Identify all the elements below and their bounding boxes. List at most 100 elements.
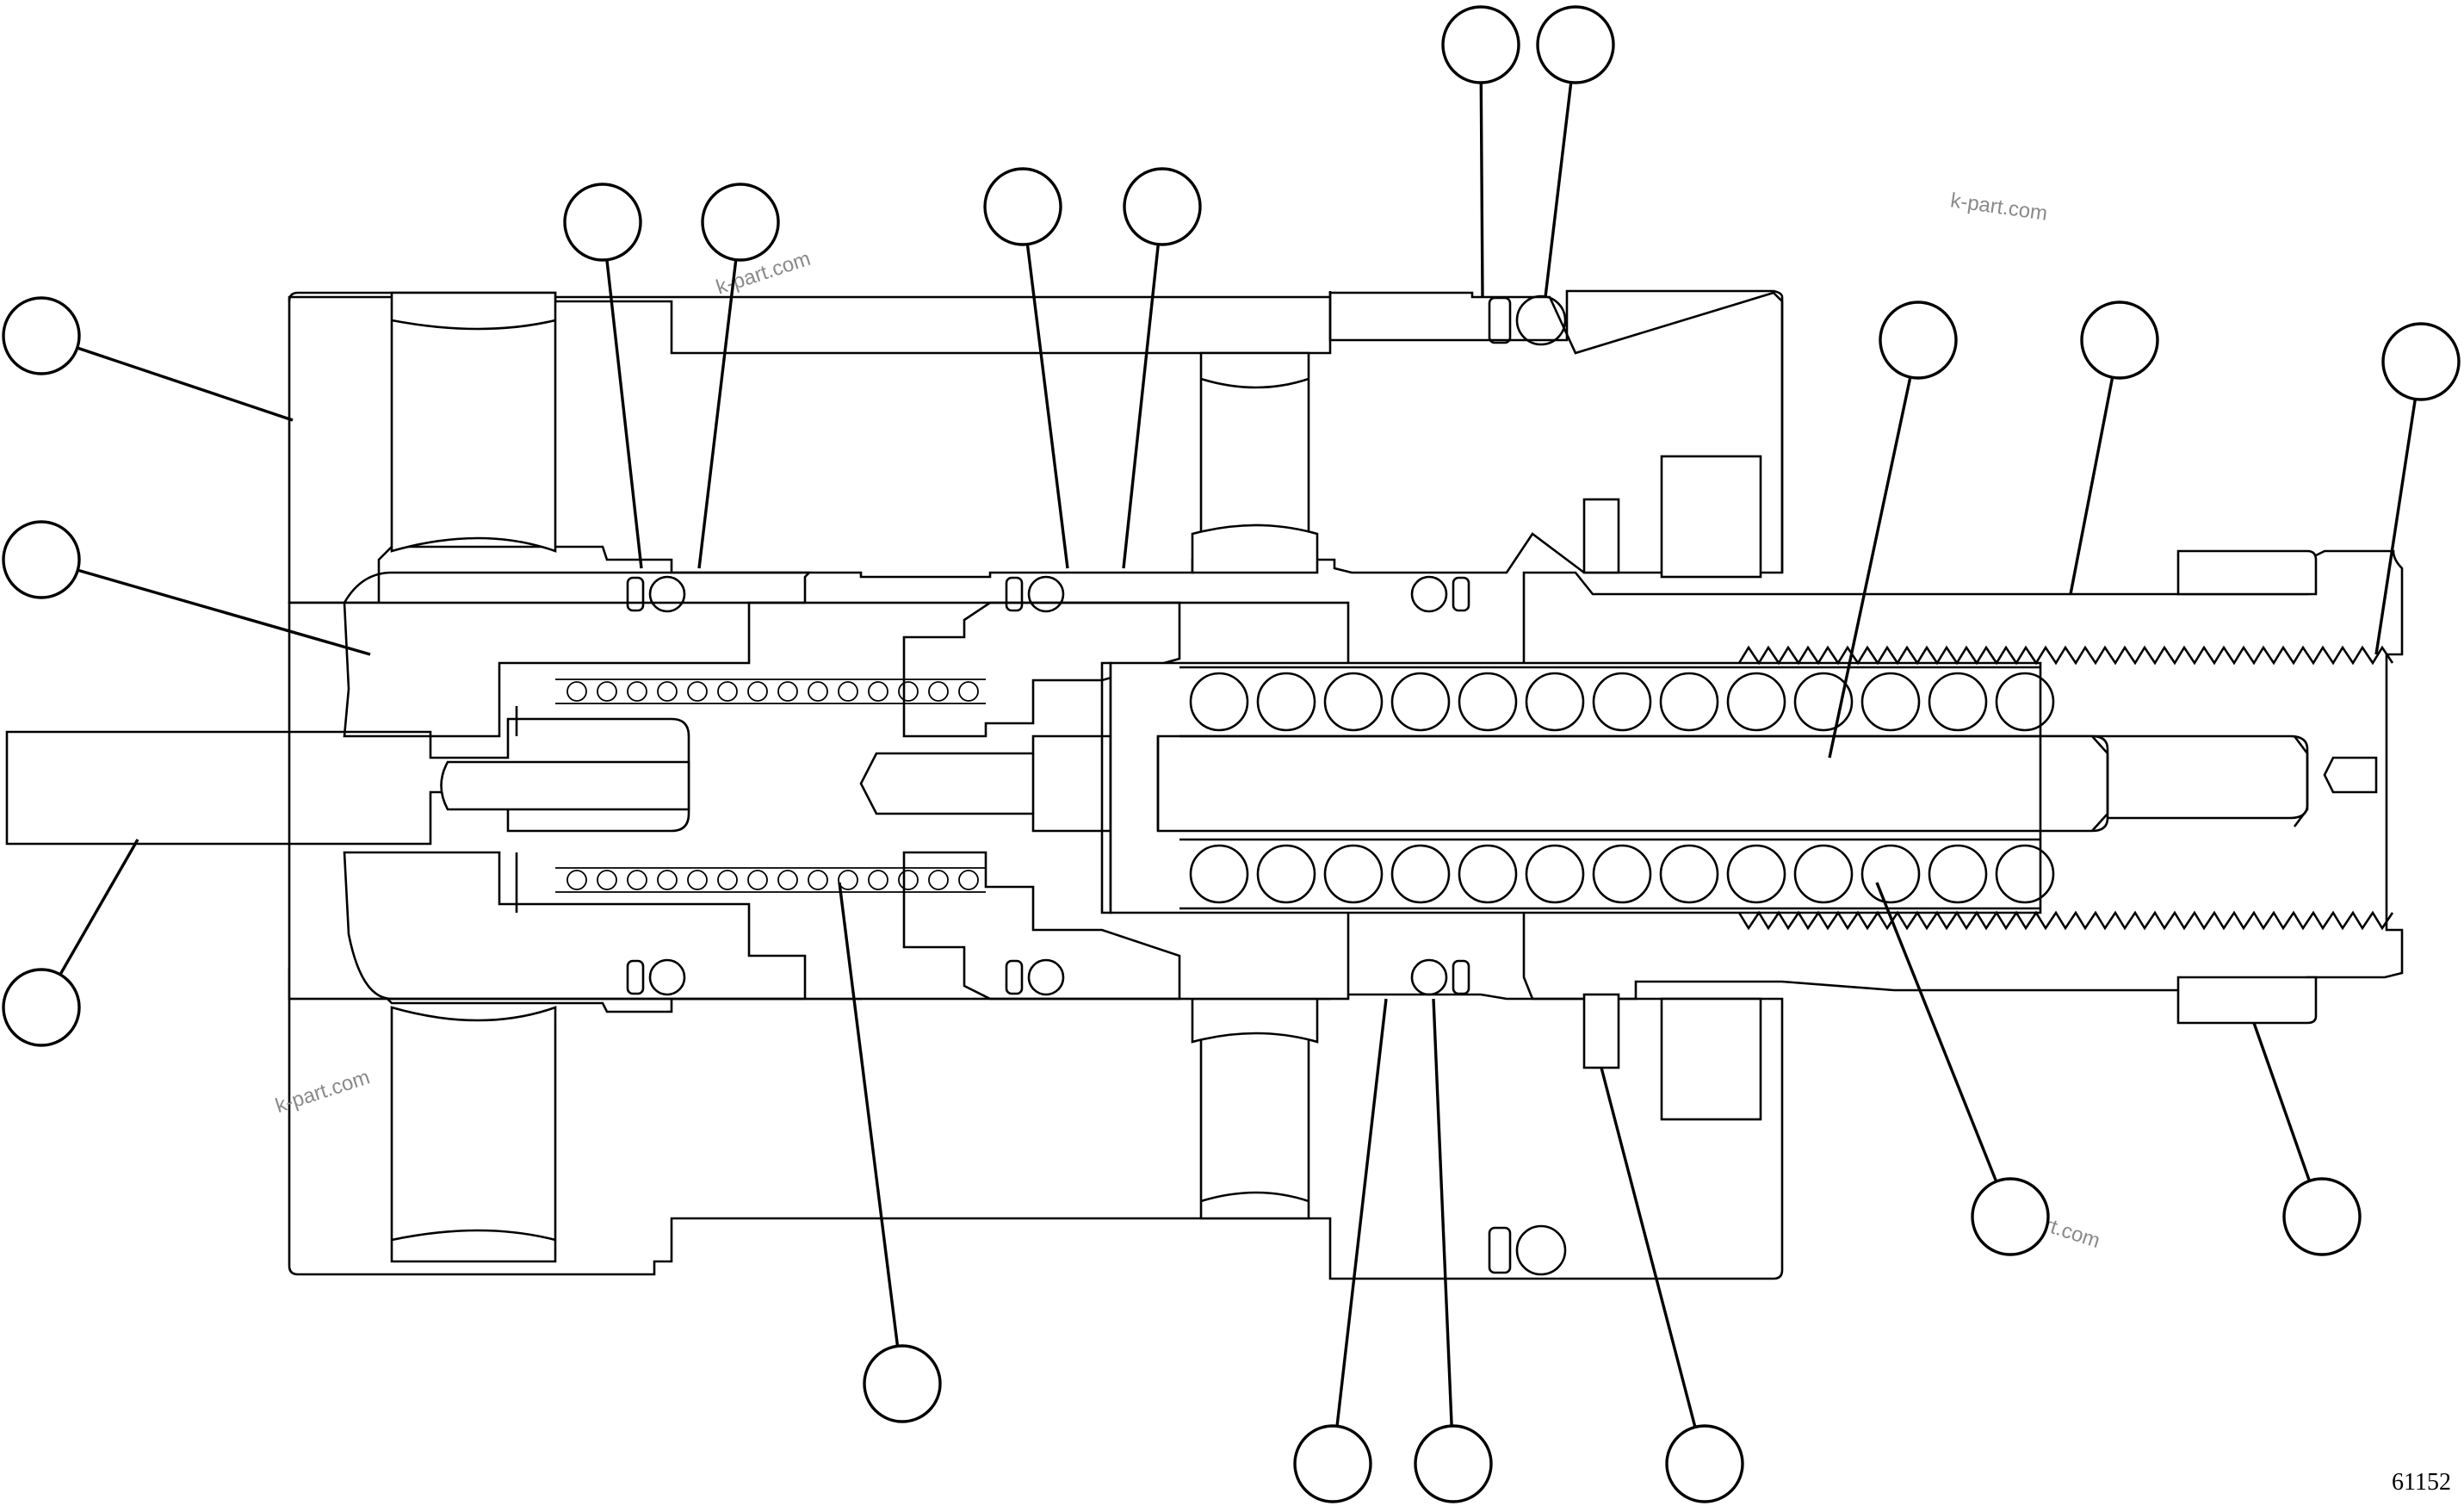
spring-coil [597,870,617,890]
spring-coil [566,681,587,702]
o-ring [648,575,686,613]
callout-balloon[interactable] [701,183,780,262]
leader-line [1122,206,1164,569]
leader-line [40,558,371,656]
spring-coil [1390,844,1451,904]
spring-coil [1458,672,1518,732]
callout-balloon[interactable] [983,167,1062,246]
callout-balloon[interactable] [1879,301,1958,380]
spring-coil [1659,844,1719,904]
spring-coil [687,681,708,702]
spring-coil [1793,672,1854,732]
input-shaft [5,717,690,846]
leader-line [2069,339,2121,595]
right-clamp-blocks [1582,455,1762,1121]
thread-lower [1737,910,2394,931]
leader-line [1021,206,1069,569]
leader-line [40,334,294,422]
spring-coil [1995,844,2055,904]
backup-ring [1488,296,1512,344]
spring-coil [1256,672,1316,732]
thread-upper [1737,645,2394,666]
spring-coil [747,870,768,890]
backup-ring [1452,576,1470,612]
leader-line [1331,998,1388,1465]
leader-line [1432,998,1455,1465]
lock-nut [2176,549,2378,1025]
small-spring-upper [555,679,986,704]
spring-coil [747,681,768,702]
watermark: k-part.com [273,1065,373,1118]
backup-ring [626,576,645,612]
o-ring [1410,575,1448,613]
callout-balloon[interactable] [1441,5,1520,84]
leader-line [838,882,904,1385]
callout-balloon[interactable] [863,1344,942,1423]
backup-ring [1488,1226,1512,1274]
callout-balloon[interactable] [2,296,81,375]
spring-coil [1592,844,1652,904]
figure-number: 61152 [2392,1469,2451,1496]
callout-balloon[interactable] [1293,1424,1372,1503]
spring-coil [566,870,587,890]
left-spool [343,571,813,1001]
spring-coil [717,681,738,702]
spring-coil [1860,672,1921,732]
spring-coil [808,681,828,702]
backup-ring [1005,576,1024,612]
backup-ring [626,959,645,995]
callout-balloon[interactable] [1123,167,1202,246]
spring-coil [657,870,678,890]
spring-coil [1995,672,2055,732]
left-port-bores [390,291,557,1263]
callout-balloon[interactable] [2,520,81,599]
spring-coil [868,870,888,890]
spring-coil [928,870,949,890]
o-ring [1515,294,1567,346]
callout-balloon[interactable] [563,183,642,262]
callout-balloon[interactable] [1414,1424,1493,1503]
spring-coil [777,870,798,890]
o-ring [1410,958,1448,996]
leader-line [1479,44,1484,298]
spring-coil [1390,672,1451,732]
spring-coil [1189,672,1249,732]
spring-coil [627,870,647,890]
spring-coil [1525,844,1585,904]
spring-coil [657,681,678,702]
o-ring [648,958,686,996]
leader-line [2374,361,2423,655]
spring-coil [1793,844,1854,904]
spring-coil [838,681,858,702]
spring-coil [777,681,798,702]
callout-balloon[interactable] [2,968,81,1047]
leader-line [1828,339,1920,759]
spring-coil [1458,844,1518,904]
main-spring-upper [1179,666,2055,738]
leader-line [697,221,742,569]
spring-coil [958,681,979,702]
callout-balloon[interactable] [2381,322,2461,401]
callout-balloons [2,5,2461,1503]
callout-balloon[interactable] [2080,301,2159,380]
leader-line [1544,44,1577,298]
watermark: k-part.com [1949,189,2049,226]
backup-ring [1005,959,1024,995]
spring-coil [1928,672,1988,732]
spring-coil [808,870,828,890]
spring-coil [898,870,919,890]
callout-balloon[interactable] [2282,1177,2362,1256]
callout-balloon[interactable] [1536,5,1615,84]
spring-coil [838,870,858,890]
spring-coil [1928,844,1988,904]
callout-balloon[interactable] [1971,1177,2050,1256]
seals [626,294,1567,1276]
spring-coil [717,870,738,890]
spring-coil [627,681,647,702]
spring-coil [1525,672,1585,732]
backup-ring [1452,959,1470,995]
spring-coil [1726,672,1786,732]
spring-coil [687,870,708,890]
callout-balloon[interactable] [1665,1424,1744,1503]
leader-line [1600,1067,1706,1465]
